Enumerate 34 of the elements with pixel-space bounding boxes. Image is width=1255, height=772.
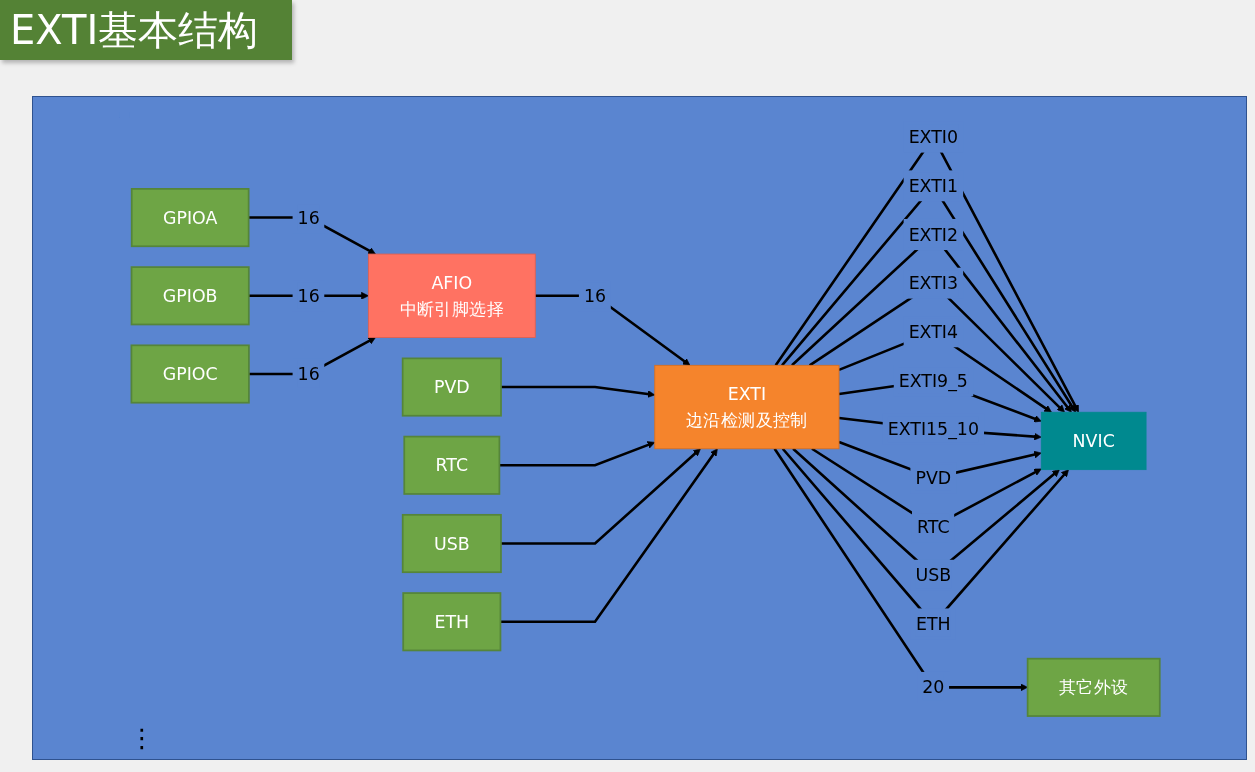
edge-label: PVD [915, 467, 952, 489]
node-box: GPIOC [130, 344, 250, 404]
edge-label: EXTI1 [908, 175, 959, 197]
edge-label: RTC [917, 516, 950, 537]
arrow [500, 448, 718, 624]
slide-title: EXTI基本结构 [0, 0, 293, 60]
node-box: GPIOA [130, 188, 250, 248]
node-box: USB [401, 513, 502, 574]
node-box: GPIOB [130, 266, 250, 326]
edge-label: EXTI2 [908, 224, 959, 245]
edge-label: 16 [297, 285, 320, 307]
node-box: RTC [403, 435, 501, 495]
node-box: EXTI 边沿检测及控制 [654, 364, 840, 450]
edge-label: EXTI15_10 [887, 418, 979, 440]
edge-label: 20 [922, 676, 945, 698]
edge-label: EXTI4 [908, 321, 959, 343]
node-box: ETH [402, 592, 502, 652]
edge-label: 16 [297, 207, 320, 228]
ellipsis-mark: ⋮ [129, 723, 155, 753]
node-box: AFIO 中断引脚选择 [367, 253, 536, 338]
edge-label: EXTI3 [908, 272, 959, 294]
edge-label: EXTI0 [908, 126, 959, 148]
node-box: 其它外设 [1026, 657, 1161, 717]
node-box: NVIC [1040, 411, 1147, 471]
arrow [500, 448, 701, 545]
arrow [501, 385, 656, 398]
edge-label: 16 [297, 363, 320, 385]
node-box: PVD [401, 357, 502, 417]
edge-label: 16 [583, 285, 607, 307]
edge-label: USB [915, 564, 952, 586]
edge-label: EXTI9_5 [898, 370, 968, 391]
arrow [773, 448, 1028, 692]
edge-label: ETH [915, 613, 951, 635]
arrow [499, 441, 656, 467]
